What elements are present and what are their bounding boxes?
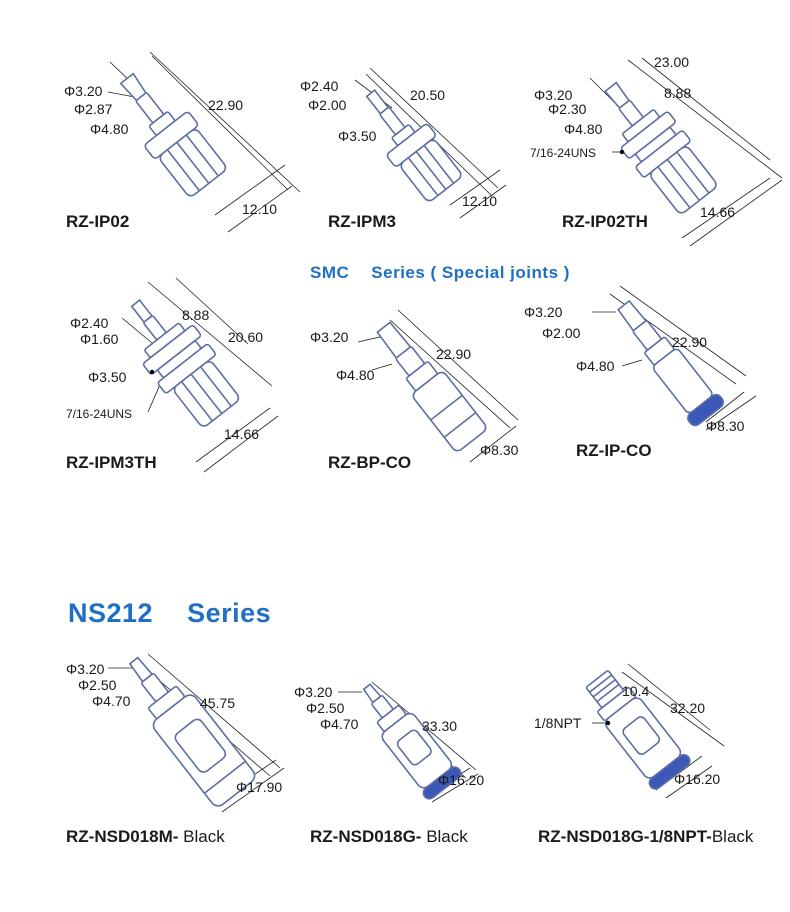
part-name: RZ-NSD018M- Black (66, 828, 225, 845)
part-name: RZ-NSD018G-1/8NPT-Black (538, 828, 753, 845)
dim-label: 12.10 (242, 201, 278, 217)
part-rz-nsd018m-black: Φ3.20 Φ2.50 Φ4.70 45.75 Φ17.90 RZ-NSD018… (0, 640, 300, 860)
part-drawing (107, 51, 301, 233)
dim-label: 8.88 (664, 85, 692, 101)
dim-label: 22.90 (208, 97, 244, 113)
part-code: RZ-IP02 (66, 212, 130, 231)
part-name: RZ-IP-CO (576, 442, 652, 459)
dim-label: Φ16.20 (674, 771, 721, 787)
part-rz-nsd018g-black: Φ3.20 Φ2.50 Φ4.70 33.30 Φ16.20 RZ-NSD018… (294, 670, 520, 860)
part-code: RZ-IP02TH (562, 212, 648, 231)
dim-label: Φ3.50 (88, 369, 127, 385)
part-code: RZ-IP-CO (576, 441, 652, 460)
dim-label: 7/16-24UNS (66, 407, 133, 421)
dim-label: Φ8.30 (480, 442, 519, 458)
part-code: RZ-IPM3TH (66, 453, 157, 472)
part-code: RZ-NSD018M- (66, 827, 179, 846)
dim-label: Φ3.20 (66, 661, 105, 677)
dim-label: Φ3.20 (534, 87, 573, 103)
part-drawing (354, 67, 507, 219)
part-code: RZ-IPM3 (328, 212, 396, 231)
dim-label: Φ16.20 (438, 772, 485, 788)
part-drawing (592, 285, 757, 431)
dim-label: Φ8.30 (706, 418, 745, 434)
dim-label: Φ4.80 (90, 121, 129, 137)
part-name: RZ-IP02TH (562, 213, 648, 230)
heading-prefix: SMC (310, 263, 350, 282)
part-suffix: Black (178, 827, 225, 846)
dim-label: 7/16-24UNS (530, 146, 597, 160)
section-heading-smc: SMC Series ( Special joints ) (310, 264, 570, 281)
section-heading-ns212: NS212 Series (68, 600, 271, 627)
dim-label: Φ4.70 (320, 716, 359, 732)
dim-label: Φ3.20 (310, 329, 349, 345)
dim-label: 20.50 (410, 87, 446, 103)
part-code: RZ-BP-CO (328, 453, 412, 472)
part-name: RZ-IPM3TH (66, 454, 157, 471)
dim-label: Φ2.50 (306, 700, 345, 716)
part-name: RZ-IP02 (66, 213, 129, 230)
dim-label: Φ4.70 (92, 693, 131, 709)
part-rz-ipm3th: Φ2.40 Φ1.60 Φ3.50 7/16-24UNS 8.88 20.60 … (0, 260, 280, 480)
dim-label: Φ3.20 (524, 304, 563, 320)
dim-label: Φ1.60 (80, 331, 119, 347)
dim-label: Φ2.87 (74, 101, 113, 117)
dim-label: Φ3.20 (64, 83, 103, 99)
part-suffix: Black (711, 827, 754, 846)
dim-label: 22.90 (672, 334, 708, 350)
heading-prefix: NS212 (68, 598, 154, 628)
part-rz-ip02: Φ3.20 Φ2.87 Φ4.80 22.90 12.10 RZ-IP02 (0, 0, 301, 240)
dim-label: 10.4 (622, 683, 650, 699)
dim-label: 45.75 (200, 695, 236, 711)
part-drawing (357, 309, 519, 463)
dim-label: 8.88 (182, 307, 210, 323)
part-name: RZ-BP-CO (328, 454, 411, 471)
part-code: RZ-NSD018G-1/8NPT- (538, 827, 712, 846)
part-rz-ip02th: Φ3.20 Φ2.30 Φ4.80 7/16-24UNS 23.00 8.88 … (520, 0, 790, 250)
dim-label: Φ2.40 (70, 315, 109, 331)
dim-label: Φ2.30 (548, 101, 587, 117)
dim-label: Φ4.80 (576, 358, 615, 374)
dim-label: 32.20 (670, 700, 706, 716)
part-drawing (108, 653, 285, 813)
part-drawing (589, 57, 783, 247)
dim-label: 23.00 (654, 54, 690, 70)
part-rz-ipm3: Φ2.40 Φ2.00 Φ3.50 20.50 12.10 RZ-IPM3 (260, 0, 520, 240)
dim-label: Φ2.40 (300, 78, 339, 94)
dim-label: Φ2.50 (78, 677, 117, 693)
part-drawing (338, 681, 479, 803)
part-rz-ip-co: Φ3.20 Φ2.00 Φ4.80 22.90 Φ8.30 RZ-IP-CO (524, 280, 790, 470)
dim-label: 12.10 (462, 193, 498, 209)
part-name: RZ-NSD018G- Black (310, 828, 468, 845)
dim-label: Φ3.50 (338, 128, 377, 144)
dim-label: 1/8NPT (534, 715, 582, 731)
part-name: RZ-IPM3 (328, 213, 396, 230)
dim-label: 22.90 (436, 346, 472, 362)
dim-label: 33.30 (422, 718, 458, 734)
part-drawing (121, 277, 279, 473)
part-rz-bp-co: Φ3.20 Φ4.80 22.90 Φ8.30 RZ-BP-CO (280, 280, 530, 480)
part-code: RZ-NSD018G- (310, 827, 422, 846)
dim-label: Φ4.80 (336, 367, 375, 383)
dim-label: 14.66 (224, 426, 260, 442)
dim-label: Φ4.80 (564, 121, 603, 137)
dim-label: Φ17.90 (236, 779, 283, 795)
part-rz-nsd018g-18npt-black: 10.4 1/8NPT 32.20 Φ16.20 RZ-NSD018G-1/8N… (520, 650, 790, 860)
heading-rest: Series (187, 598, 272, 628)
part-suffix: Black (421, 827, 468, 846)
dim-label: Φ2.00 (308, 97, 347, 113)
dim-label: Φ2.00 (542, 325, 581, 341)
dim-label: 20.60 (228, 329, 264, 345)
dim-label: Φ3.20 (294, 684, 333, 700)
part-drawing (585, 663, 725, 799)
dim-label: 14.66 (700, 204, 736, 220)
heading-rest: Series ( Special joints ) (371, 263, 570, 282)
